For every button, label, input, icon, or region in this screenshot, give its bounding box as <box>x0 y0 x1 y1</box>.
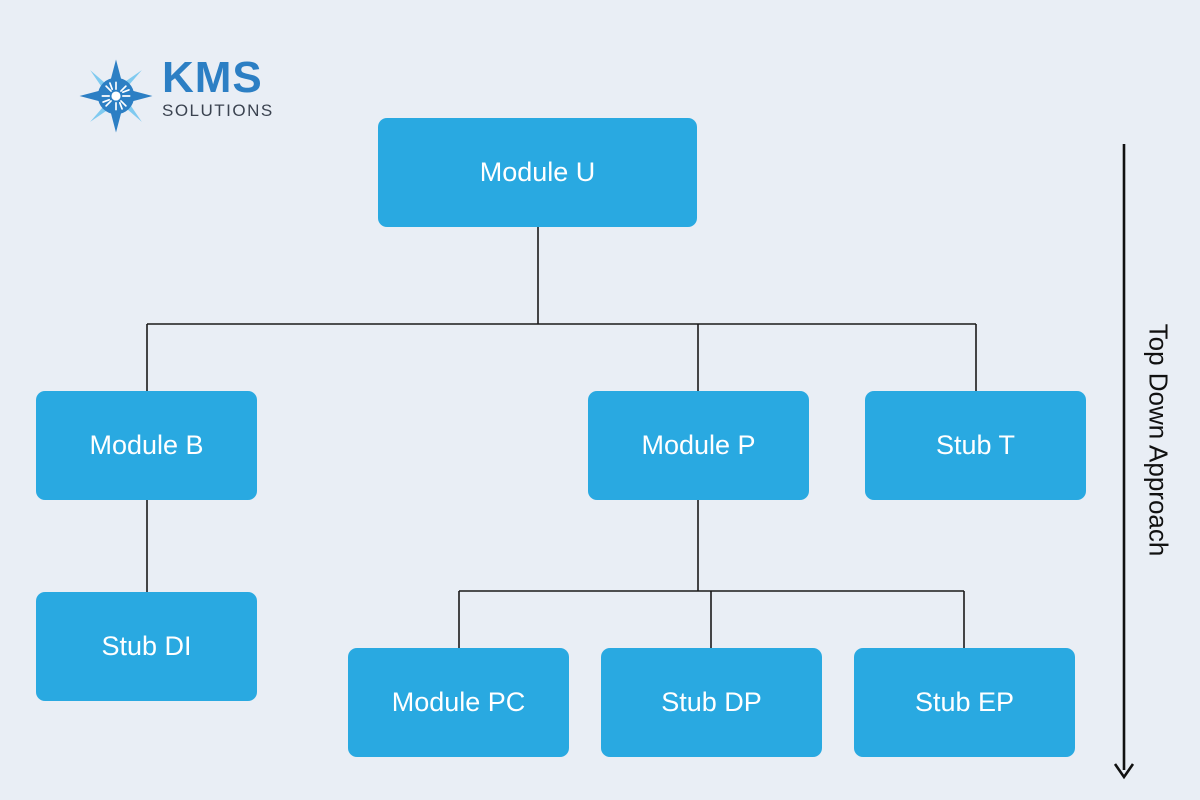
node-label: Module B <box>89 430 204 460</box>
node-label: Stub T <box>935 430 1016 460</box>
node-label: Stub EP <box>914 687 1015 717</box>
node-module-p: Module P <box>588 391 809 500</box>
node-stub-di: Stub DI <box>36 592 257 701</box>
node-stub-t: Stub T <box>865 391 1086 500</box>
node-label: Module PC <box>391 687 526 717</box>
kms-logo: KMS SOLUTIONS <box>78 52 298 133</box>
node-module-pc: Module PC <box>348 648 569 757</box>
node-label: Module P <box>641 430 756 460</box>
kms-sun-logo-icon <box>79 59 153 133</box>
down-arrow-icon <box>1113 144 1135 780</box>
logo-brand-text: KMS <box>162 53 263 102</box>
node-stub-dp: Stub DP <box>601 648 822 757</box>
node-label: Stub DI <box>101 631 192 661</box>
node-module-b: Module B <box>36 391 257 500</box>
node-label: Stub DP <box>661 687 762 717</box>
node-module-u: Module U <box>378 118 697 227</box>
direction-label: Top Down Approach <box>1143 323 1174 557</box>
node-label: Module U <box>479 157 596 187</box>
node-stub-ep: Stub EP <box>854 648 1075 757</box>
logo-tagline: SOLUTIONS <box>162 101 274 120</box>
